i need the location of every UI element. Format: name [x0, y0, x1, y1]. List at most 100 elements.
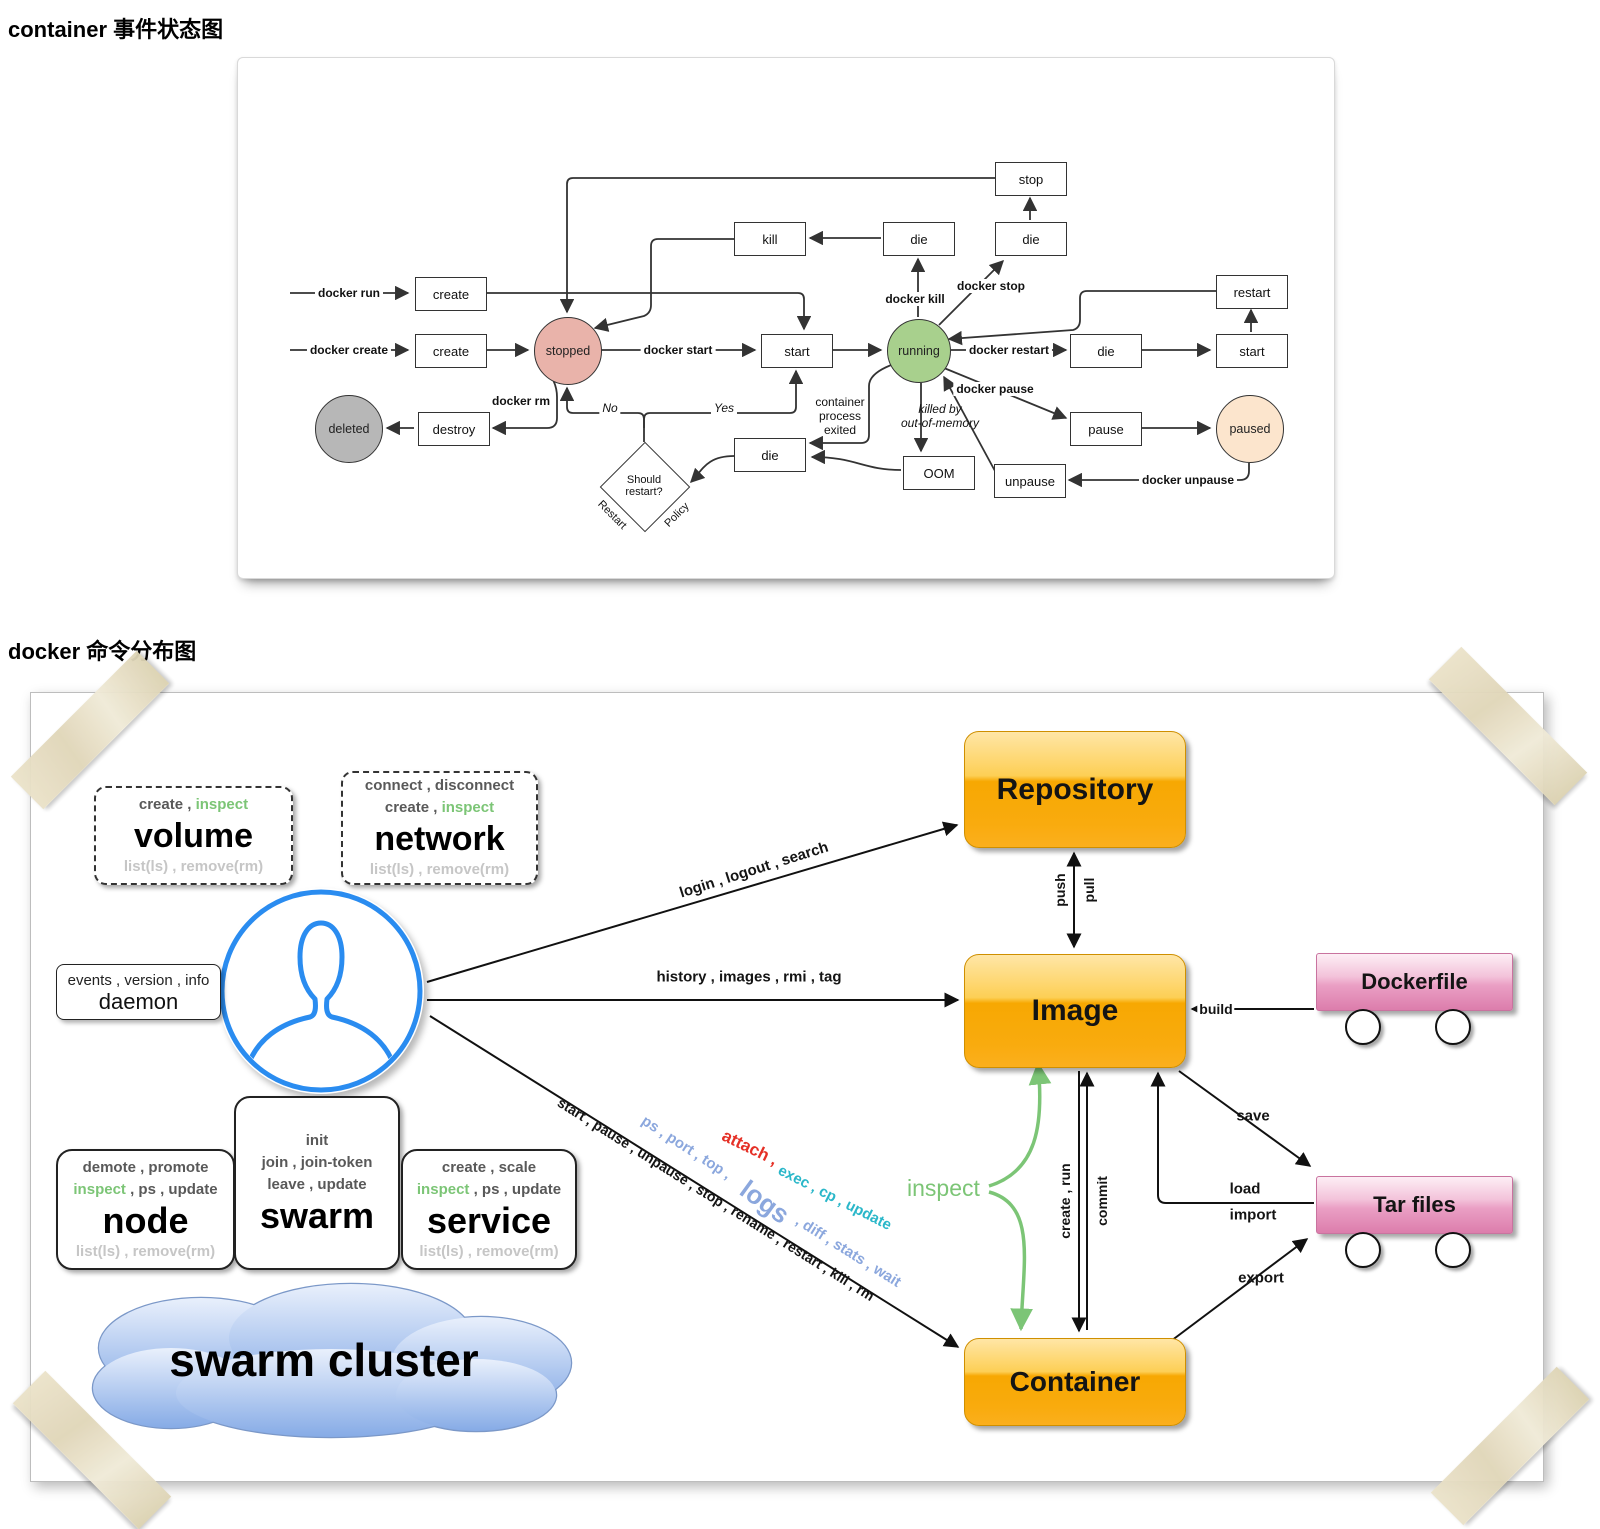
state-box-unpause: unpause — [994, 464, 1066, 498]
group-service: create , scale inspect , ps , update ser… — [401, 1149, 577, 1270]
group-volume: create , inspect volume list(ls) , remov… — [94, 786, 293, 885]
state-circle-paused: paused — [1216, 395, 1284, 463]
network-title: network — [374, 820, 505, 858]
edge-inspect-image — [988, 1061, 1052, 1188]
label-commit: commit — [1094, 1176, 1110, 1226]
edge-save — [1178, 1070, 1312, 1167]
label-load: load — [1229, 1180, 1261, 1198]
edge-user-container — [429, 1015, 960, 1348]
edge-stopped-to-destroy — [491, 375, 558, 436]
state-diamond-label: Should restart? — [625, 474, 663, 498]
state-diagram-title: container 事件状态图 — [8, 17, 224, 42]
label-yes: Yes — [710, 401, 738, 415]
user-icon — [219, 889, 423, 1093]
label-history-images: history , images , rmi , tag — [656, 968, 842, 986]
edge-load-import — [1150, 1071, 1314, 1204]
edge-running-exited-die — [808, 363, 895, 451]
swarm-cluster-cloud — [91, 1282, 573, 1439]
state-box-die-top: die — [883, 222, 955, 256]
edge-diamond-no-stopped — [559, 386, 645, 442]
state-box-pause: pause — [1070, 412, 1142, 446]
label-docker-start: docker start — [640, 343, 716, 357]
node-commands-line2: inspect , ps , update — [73, 1180, 218, 1198]
volume-title: volume — [133, 816, 254, 855]
label-docker-stop: docker stop — [953, 279, 1029, 293]
state-box-start: start — [761, 334, 833, 368]
state-box-restart: restart — [1216, 275, 1288, 309]
state-box-die-stop: die — [995, 222, 1067, 256]
entity-tar-files: Tar files — [1316, 1176, 1513, 1234]
swarm-commands-line2: join , join-token — [261, 1154, 373, 1171]
volume-commands-top: create , inspect — [138, 795, 249, 813]
label-docker-restart: docker restart — [965, 343, 1053, 357]
state-box-create-create: create — [415, 334, 487, 368]
swarm-commands-line3: leave , update — [267, 1176, 367, 1193]
edge-restart-to-running — [947, 290, 1216, 346]
label-docker-rm: docker rm — [488, 394, 554, 408]
state-circle-stopped: stopped — [534, 317, 602, 385]
network-commands-line0: connect , disconnect — [364, 777, 515, 794]
swarm-cluster-label: swarm cluster — [169, 1334, 479, 1386]
command-map-card: swarm cluster create , inspect volume li… — [10, 646, 1590, 1529]
state-box-die-bottom: die — [734, 438, 806, 472]
state-box-die-right: die — [1070, 334, 1142, 368]
label-pull: pull — [1081, 877, 1097, 903]
label-docker-pause: docker pause — [953, 382, 1037, 396]
edge-stop-to-stopped — [559, 177, 995, 314]
service-title: service — [426, 1199, 552, 1241]
node-title: node — [102, 1199, 189, 1241]
label-docker-unpause: docker unpause — [1138, 473, 1238, 487]
label-docker-kill: docker kill — [882, 292, 948, 306]
edge-kill-to-stopped — [593, 238, 734, 332]
entity-container: Container — [964, 1338, 1186, 1426]
edge-oom-to-die — [810, 449, 902, 471]
volume-commands-bottom: list(ls) , remove(rm) — [123, 857, 264, 875]
edge-create-to-start — [487, 292, 812, 331]
group-node: demote , promote inspect , ps , update n… — [56, 1149, 235, 1270]
label-no: No — [599, 401, 621, 415]
network-commands-bottom: list(ls) , remove(rm) — [369, 861, 510, 878]
entity-dockerfile: Dockerfile — [1316, 953, 1513, 1011]
state-circle-deleted: deleted — [315, 395, 383, 463]
swarm-commands-line1: init — [305, 1132, 329, 1149]
edge-inspect-container — [988, 1190, 1033, 1332]
label-push: push — [1052, 873, 1068, 907]
service-commands-line1: create , scale — [441, 1158, 537, 1176]
group-network: connect , disconnect create , inspect ne… — [341, 771, 538, 885]
swarm-title: swarm — [259, 1195, 375, 1236]
daemon-title: daemon — [98, 988, 179, 1014]
tarfiles-wheel-right — [1435, 1232, 1471, 1268]
edge-die-to-diamond — [689, 455, 735, 484]
node-commands-line1: demote , promote — [82, 1158, 209, 1176]
group-swarm: init join , join-token leave , update sw… — [234, 1096, 400, 1270]
service-commands-bottom: list(ls) , remove(rm) — [419, 1242, 559, 1260]
edge-unpause-to-running — [943, 375, 996, 472]
group-daemon: events , version , info daemon — [56, 964, 221, 1020]
command-map-title: docker 命令分布图 — [8, 639, 197, 664]
dockerfile-wheel-right — [1435, 1009, 1471, 1045]
edge-user-repository — [426, 821, 959, 983]
label-build: build — [1197, 1001, 1235, 1017]
label-inspect: inspect — [907, 1175, 980, 1201]
service-commands-line2: inspect , ps , update — [416, 1180, 562, 1198]
label-docker-run: docker run — [314, 286, 384, 300]
state-box-create-run: create — [415, 277, 487, 311]
state-box-oom: OOM — [903, 456, 975, 490]
edge-export — [1170, 1238, 1309, 1342]
node-commands-bottom: list(ls) , remove(rm) — [75, 1242, 216, 1260]
state-box-start-right: start — [1216, 334, 1288, 368]
command-edges-svg — [91, 821, 1314, 1439]
entity-image: Image — [964, 954, 1186, 1068]
state-box-destroy: destroy — [418, 412, 490, 446]
edge-paused-to-unpause — [1067, 463, 1250, 488]
daemon-commands: events , version , info — [67, 971, 210, 989]
edge-diamond-yes-start — [643, 369, 804, 428]
label-process-exited: container process exited — [815, 395, 865, 437]
state-edges-svg — [290, 177, 1259, 488]
state-diagram-card: create create start kill die die stop re… — [237, 57, 1335, 579]
label-save: save — [1236, 1107, 1270, 1125]
label-create-run: create , run — [1057, 1163, 1073, 1239]
entity-repository: Repository — [964, 731, 1186, 848]
dockerfile-wheel-left — [1345, 1009, 1381, 1045]
state-box-stop: stop — [995, 162, 1067, 196]
